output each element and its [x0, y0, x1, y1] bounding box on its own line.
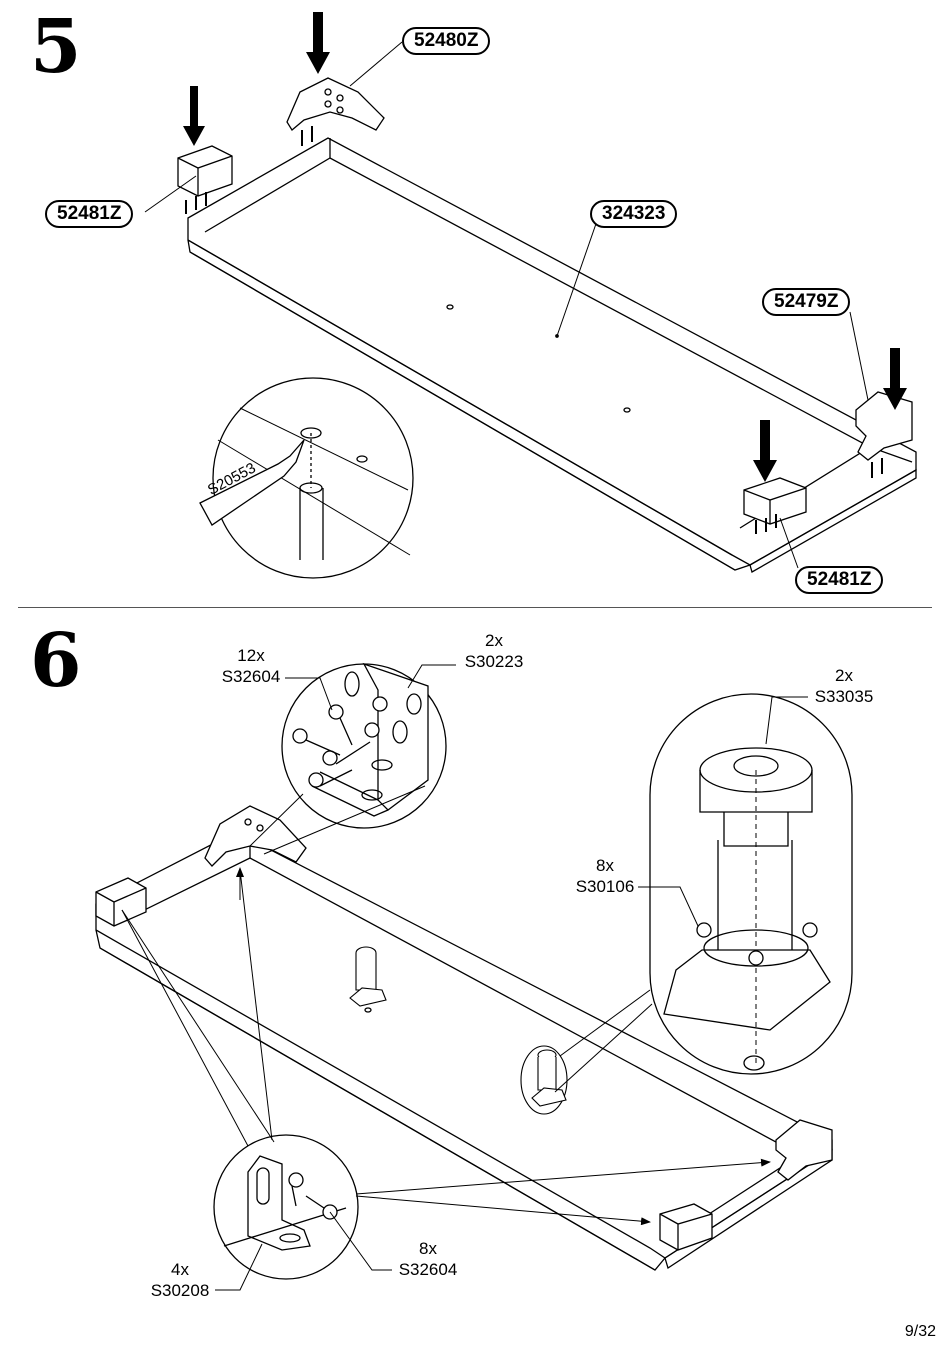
small-bracket-screws-qty: 8x: [419, 1239, 437, 1258]
leveler-screws-code: S30106: [575, 877, 635, 896]
step-number-6: 6: [30, 618, 81, 704]
part-label-panel: 324323: [590, 200, 678, 228]
arrow-down-icon: [753, 420, 777, 482]
corner-block-top: [287, 78, 384, 146]
arrow-down-icon: [306, 12, 330, 74]
small-bracket-qty: 4x: [171, 1260, 189, 1279]
part-label-end-block-right: 52481Z: [795, 566, 884, 594]
leveler-code: S33035: [814, 687, 874, 706]
end-block-left: [178, 146, 232, 214]
end-block-right: [660, 1204, 712, 1250]
small-bracket-screws-label: 8x S32604: [390, 1238, 466, 1280]
angle-bracket-code: S30223: [464, 652, 524, 671]
end-block-right: [744, 478, 806, 534]
leveler-screws-qty: 8x: [596, 856, 614, 875]
angle-bracket-label: 2x S30223: [456, 630, 532, 672]
small-bracket-detail-view: [214, 1135, 358, 1279]
angle-bracket-detail-view: [282, 664, 446, 828]
arrow-down-icon: [183, 86, 205, 146]
small-bracket-code: S30208: [150, 1281, 210, 1300]
part-label-end-block-left: 52481Z: [45, 200, 134, 228]
glue-detail-view: [200, 378, 413, 578]
leveler-label: 2x S33035: [806, 665, 882, 707]
part-label-corner-right: 52479Z: [762, 288, 851, 316]
leveler-qty: 2x: [835, 666, 853, 685]
corner-block-top: [205, 806, 306, 866]
corner-block-right: [776, 1120, 832, 1180]
bracket-screws-code: S32604: [221, 667, 281, 686]
bracket-screws-label: 12x S32604: [216, 645, 286, 687]
step6-leaders: [122, 665, 808, 1290]
arrow-down-icon: [883, 348, 907, 410]
leveler-icon: [350, 947, 567, 1114]
small-bracket-label: 4x S30208: [142, 1259, 218, 1301]
part-label-corner-top: 52480Z: [402, 27, 491, 55]
leveler-detail-view: [650, 694, 852, 1074]
step5-panel: [188, 138, 916, 572]
step5-leaders: [145, 42, 868, 568]
small-bracket-screws-code: S32604: [398, 1260, 458, 1279]
section-divider: [18, 607, 932, 608]
step-number-5: 5: [30, 4, 81, 90]
bracket-screws-qty: 12x: [237, 646, 265, 665]
step6-frame: [96, 832, 832, 1270]
angle-bracket-qty: 2x: [485, 631, 503, 650]
end-block-left: [96, 878, 146, 926]
page-number: 9/32: [904, 1323, 936, 1340]
leveler-screws-label: 8x S30106: [567, 855, 643, 897]
